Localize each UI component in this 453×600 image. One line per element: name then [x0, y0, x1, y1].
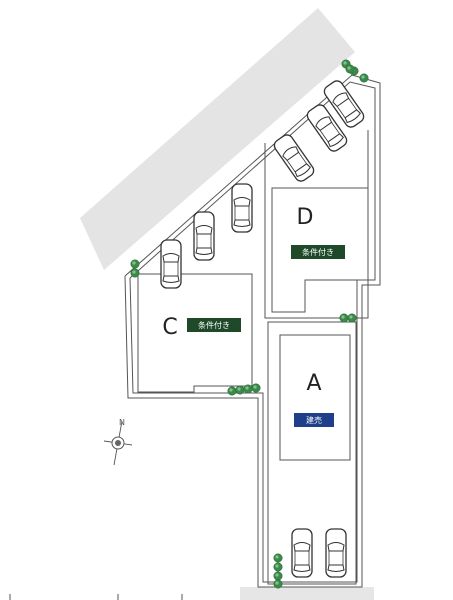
shrub-icon: [347, 313, 357, 323]
bottom-road: [240, 587, 374, 600]
shrub-group-lot-d: [339, 313, 357, 323]
lot-c-badge: [187, 318, 241, 332]
shrub-icon: [243, 384, 253, 394]
shrub-group-left: [130, 259, 140, 278]
road-strip: [80, 8, 355, 270]
lot-a-boundary: [267, 321, 357, 585]
lot-d-boundary: [264, 130, 369, 319]
compass-icon: [103, 420, 133, 466]
shrub-icon: [339, 313, 349, 323]
lot-a-badge-text: 建売: [306, 415, 322, 425]
lot-c-letter: C: [162, 315, 177, 340]
shrub-icon: [273, 571, 283, 581]
shrub-group-top: [341, 59, 369, 83]
shrub-icon: [130, 268, 140, 278]
lot-d-badge-text: 条件付き: [302, 247, 334, 257]
lot-d-badge: [291, 245, 345, 259]
lot-d-letter: D: [297, 205, 314, 230]
lot-a-badge: [294, 413, 334, 427]
car-icon: [291, 528, 313, 578]
compass-north-label: N: [119, 418, 125, 427]
shrub-icon: [251, 383, 261, 393]
car-icon: [325, 528, 347, 578]
shrub-icon: [227, 386, 237, 396]
car-icon: [271, 131, 317, 185]
shrub-icon: [130, 259, 140, 269]
lot-c-badge-text: 条件付き: [198, 320, 230, 330]
bottom-ticks: [9, 594, 183, 600]
shrub-group-bottom: [273, 553, 283, 589]
shrub-icon: [273, 579, 283, 589]
shrub-icon: [273, 553, 283, 563]
lot-c-boundary: [137, 273, 253, 393]
car-icon: [231, 183, 253, 233]
shrub-icon: [273, 562, 283, 572]
car-icon: [160, 239, 182, 289]
shrub-icon: [345, 64, 355, 74]
shrub-icon: [235, 385, 245, 395]
lot-a-letter: A: [306, 371, 321, 396]
car-icon: [193, 211, 215, 261]
shrub-icon: [359, 73, 369, 83]
